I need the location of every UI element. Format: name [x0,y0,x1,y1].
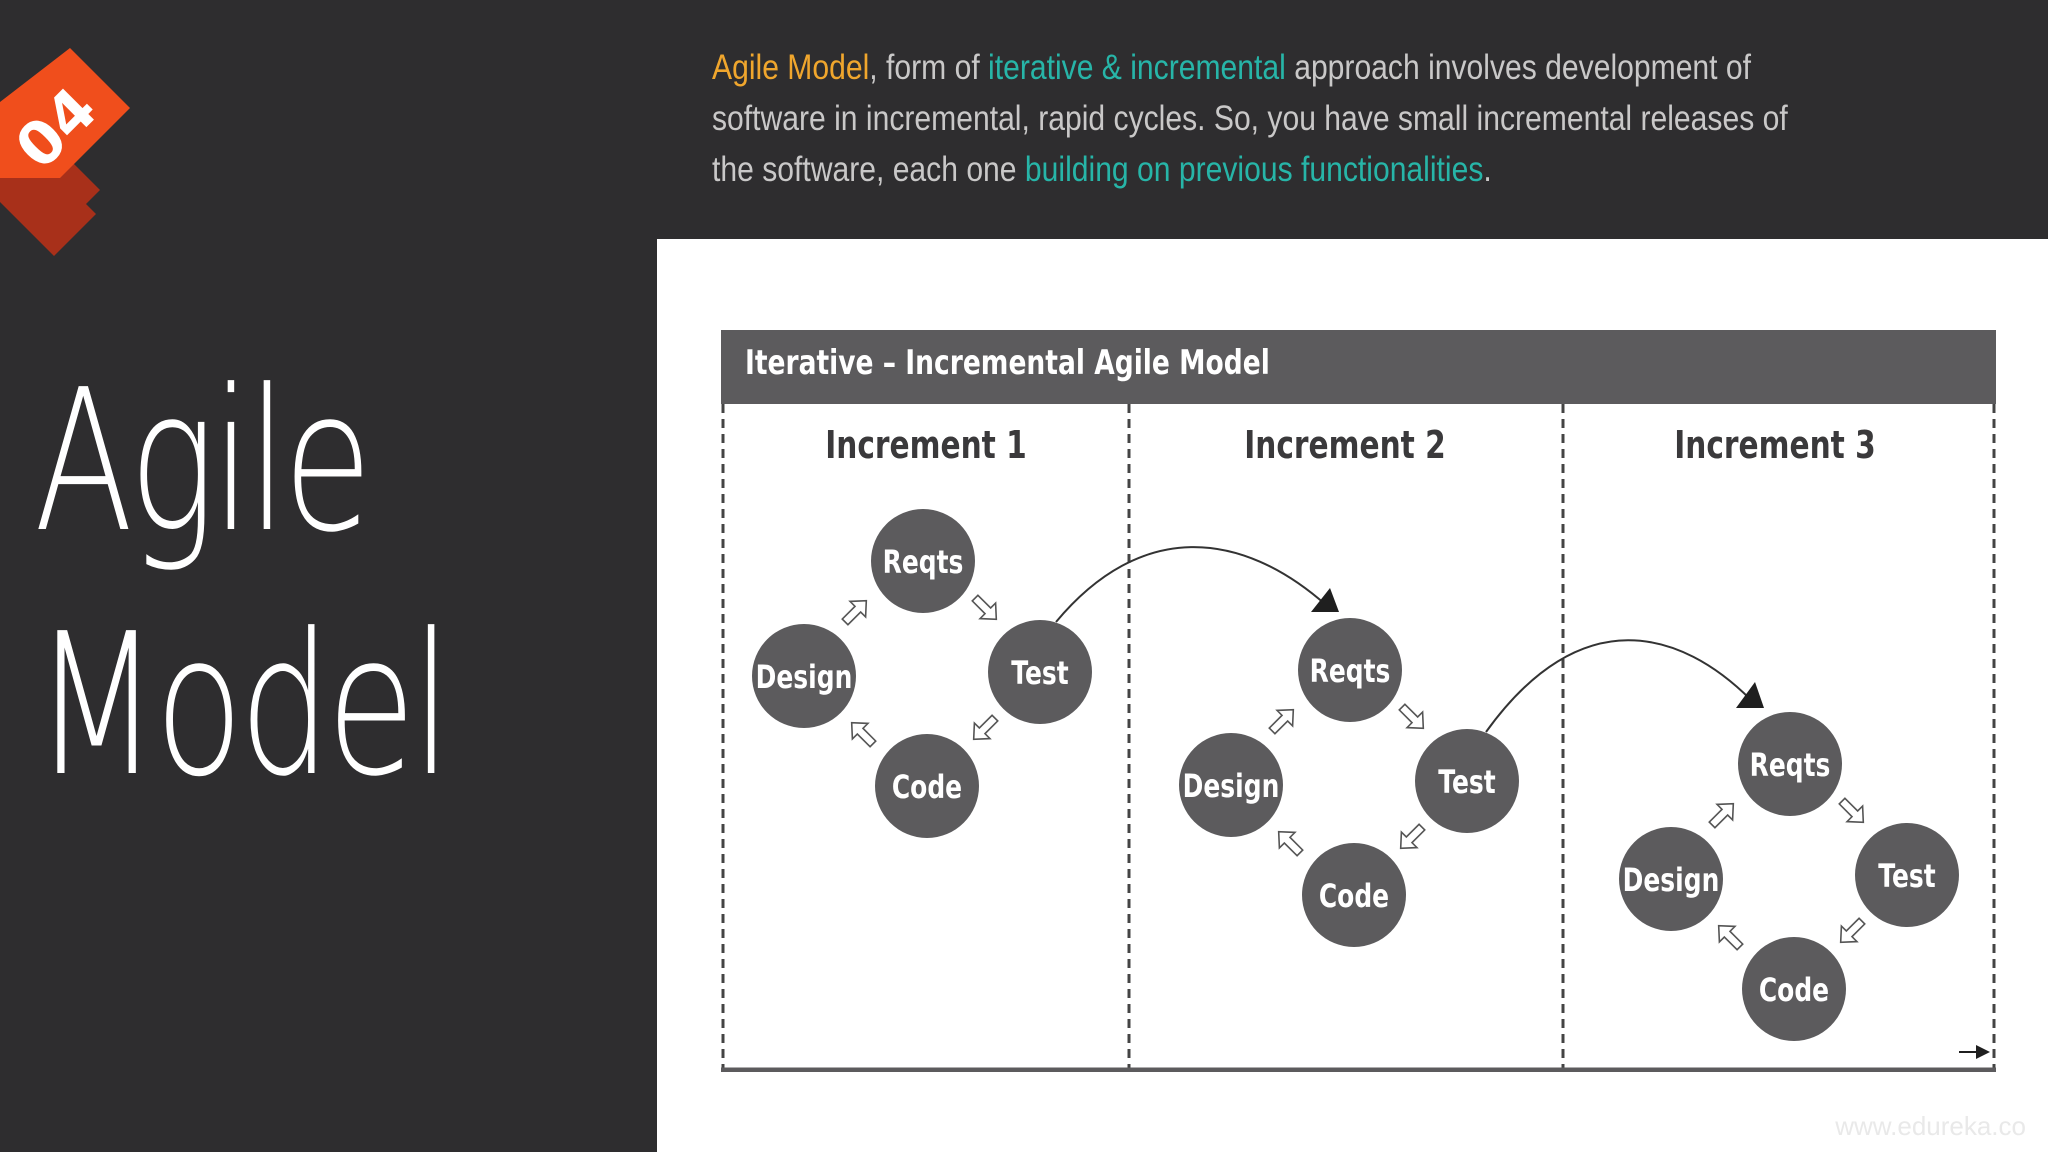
description-text-1: , form of [869,48,989,87]
cycle-arrows [1268,703,1426,857]
connector-1-2-arrowhead [1311,588,1339,612]
badge-shape [0,48,130,178]
agile-diagram: Increment 1 Increment 2 Increment 3 Reqt… [721,330,1996,1072]
watermark: www.edureka.co [1835,1111,2026,1141]
node-test-label: Test [1011,654,1069,692]
description-highlight-building: building on previous functionalities [1024,150,1484,189]
node-code [875,734,979,838]
cycle-arrows [1708,797,1866,951]
description-text-2: approach involves development of softwar… [712,48,1788,189]
node-design [1619,827,1723,931]
increment-2-label: Increment 2 [1244,423,1446,468]
connector-1-2 [1055,546,1327,623]
title-line-1: Agile [34,348,372,576]
node-code [1302,843,1406,947]
node-code-label: Code [1319,877,1389,915]
node-design-label: Design [756,658,853,696]
diagram-header-title: Iterative – Incremental Agile Model [745,343,1270,383]
connector-2-3 [1485,639,1752,733]
increment-1-cycle: Reqts Test Code Design [752,509,1092,838]
node-code-label: Code [1759,971,1829,1009]
node-reqts-label: Reqts [1750,746,1831,784]
connector-2-3-arrowhead [1736,682,1764,708]
section-badge: 04 [0,48,130,256]
increment-1-label: Increment 1 [825,423,1027,468]
increment-2-cycle: Reqts Test Code Design [1179,618,1519,947]
description-text-3: . [1483,150,1492,189]
description-highlight-iterative: iterative & incremental [988,48,1286,87]
node-test [988,620,1092,724]
node-design-label: Design [1183,767,1280,805]
title-line-2: Model [34,592,452,820]
node-test [1415,729,1519,833]
node-reqts-label: Reqts [1310,652,1391,690]
node-design [752,624,856,728]
node-reqts [1298,618,1402,722]
increment-3-label: Increment 3 [1674,423,1876,468]
node-code-label: Code [892,768,962,806]
node-design [1179,733,1283,837]
cycle-arrows [841,594,999,748]
diagram-canvas: Increment 1 Increment 2 Increment 3 Reqt… [721,404,1996,1072]
node-test-label: Test [1878,857,1936,895]
node-design-label: Design [1623,861,1720,899]
node-reqts-label: Reqts [883,543,964,581]
node-code [1742,937,1846,1041]
diagram-header: Iterative – Incremental Agile Model [721,330,1996,404]
increment-3-cycle: Reqts Test Code Design [1619,712,1959,1041]
node-reqts [1738,712,1842,816]
description-text: Agile Model, form of iterative & increme… [712,42,1830,195]
node-reqts [871,509,975,613]
badge-fold [0,178,96,256]
node-test [1855,823,1959,927]
description-highlight-agile: Agile Model [712,48,870,87]
node-test-label: Test [1438,763,1496,801]
